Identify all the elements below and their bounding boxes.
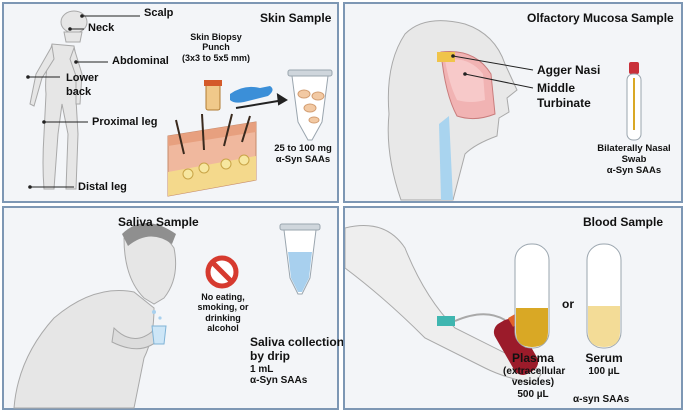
no-sign-icon [208,258,236,286]
serum-tube-icon [587,244,621,348]
site-label-proximal-leg: Proximal leg [92,116,157,129]
nasal-swab-icon [627,62,641,140]
punch-label: Skin Biopsy Punch (3x3 to 5x5 mm) [176,32,256,63]
olfactory-mucosa-panel: Olfactory Mucosa Sample Agger Nasi Middl… [343,2,683,203]
skin-cross-section-icon [168,114,256,196]
swab-label: Bilaterally Nasal Swab α-Syn SAAs [587,144,681,177]
warning-label: No eating, smoking, or drinking alcohol [196,292,250,333]
label-agger-nasi: Agger Nasi [537,64,600,78]
saliva-sample-panel: Saliva Sample No eating, smoking, or dri… [2,206,339,410]
body-figure-icon [30,11,87,189]
blood-sample-panel: Blood Sample or Plasma (extracellular ve… [343,206,683,410]
skin-sample-panel: Skin Sample Scalp Neck Abdominal Lower b… [2,2,339,203]
plasma-label: Plasma (extracellular vesicles) 500 µL [503,352,563,400]
site-label-back: back [66,86,91,99]
site-label-lower: Lower [66,72,98,85]
skin-illustration [4,4,341,205]
panel-title: Blood Sample [583,216,663,230]
site-label-scalp: Scalp [144,7,173,20]
plasma-tube-icon [515,244,549,348]
serum-label: Serum 100 µL [579,352,629,377]
panel-title: Saliva Sample [118,216,199,230]
label-turbinate: Turbinate [537,97,591,111]
needle-icon [437,314,505,326]
saliva-tube-icon [280,224,320,294]
site-label-distal-leg: Distal leg [78,181,127,194]
skin-amount-label: 25 to 100 mg α-Syn SAAs [268,144,338,166]
gloved-hand-icon [230,86,273,103]
sample-tube-icon [288,70,332,140]
biopsy-punch-icon [204,80,222,110]
site-label-abdominal: Abdominal [112,55,169,68]
or-label: or [562,298,574,312]
site-label-neck: Neck [88,22,114,35]
person-bending-icon [14,223,176,408]
blood-footer-label: α-syn SAAs [573,394,629,406]
panel-title: Olfactory Mucosa Sample [527,12,674,26]
label-middle: Middle [537,82,575,96]
head-profile-icon [388,21,517,200]
panel-title: Skin Sample [260,12,331,26]
collection-label: Saliva collection by drip 1 mL α-Syn SAA… [250,336,344,387]
